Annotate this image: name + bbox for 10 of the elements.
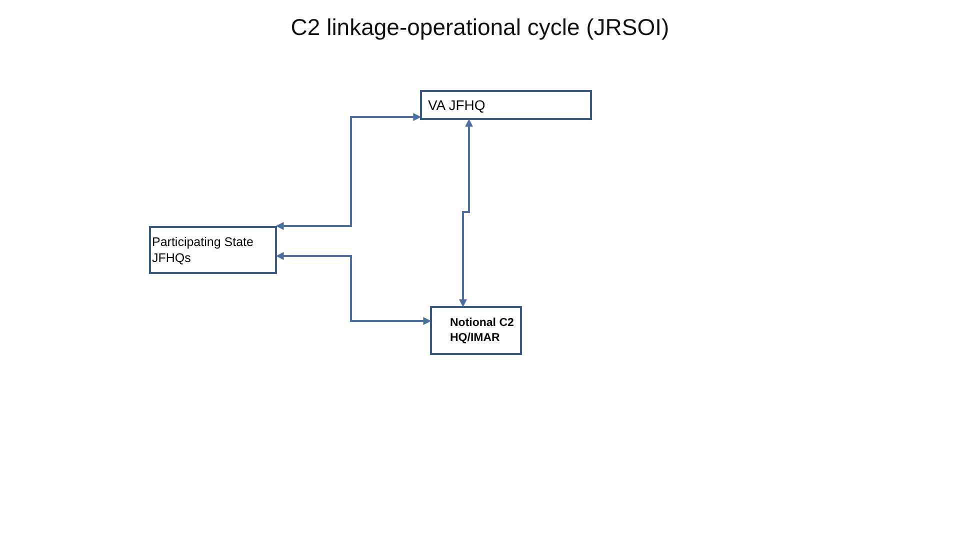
connector-arrow: [276, 113, 422, 230]
box-label: Notional C2 HQ/IMAR: [450, 316, 515, 346]
process-box: [420, 90, 592, 120]
process-box: [430, 306, 522, 355]
connector-arrow: [459, 118, 473, 308]
box-label: Participating State JFHQs: [152, 234, 254, 266]
box-label: VA JFHQ: [428, 96, 486, 114]
title: C2 linkage-operational cycle (JRSOI): [290, 14, 670, 41]
connector-arrow: [276, 252, 432, 325]
process-box: [149, 226, 277, 274]
